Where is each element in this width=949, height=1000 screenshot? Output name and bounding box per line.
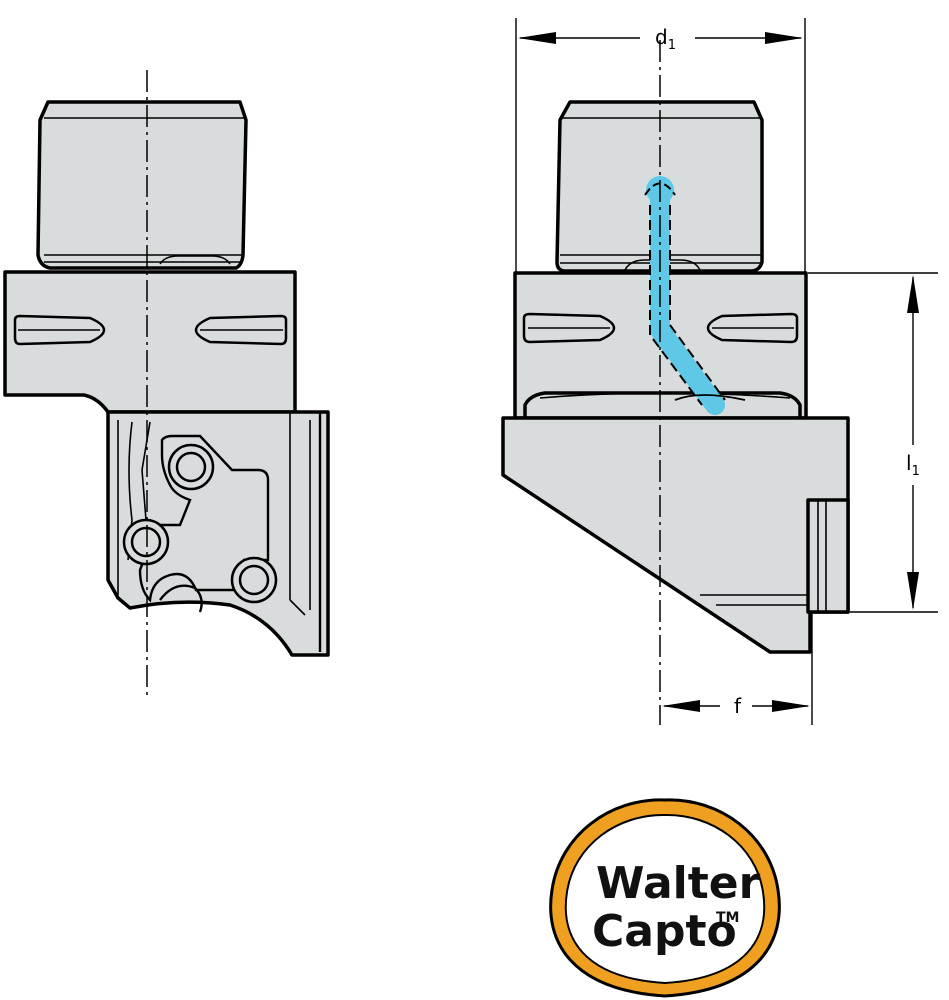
right-view: d1 l1 f — [501, 18, 938, 725]
left-lower-body — [106, 410, 330, 657]
right-collar — [523, 391, 802, 420]
logo-line2: Capto — [592, 906, 737, 957]
left-view — [3, 70, 330, 700]
dimension-f: f — [662, 614, 813, 725]
dimension-l1: l1 — [808, 272, 938, 613]
left-insert-pocket — [138, 434, 270, 603]
f-label: f — [734, 694, 742, 718]
dimension-d1: d1 — [515, 18, 806, 272]
right-lower-body — [501, 416, 850, 654]
d1-label: d1 — [655, 25, 676, 53]
left-shank — [36, 100, 248, 270]
left-screw-1 — [167, 443, 215, 491]
logo-line1: Walter — [596, 858, 761, 909]
logo-trademark: TM — [716, 910, 739, 926]
right-side-pocket — [806, 498, 850, 614]
l1-label: l1 — [906, 451, 920, 479]
left-screw-2 — [122, 518, 170, 566]
left-screw-3 — [230, 556, 278, 604]
walter-capto-logo: Walter Capto TM — [549, 798, 781, 998]
